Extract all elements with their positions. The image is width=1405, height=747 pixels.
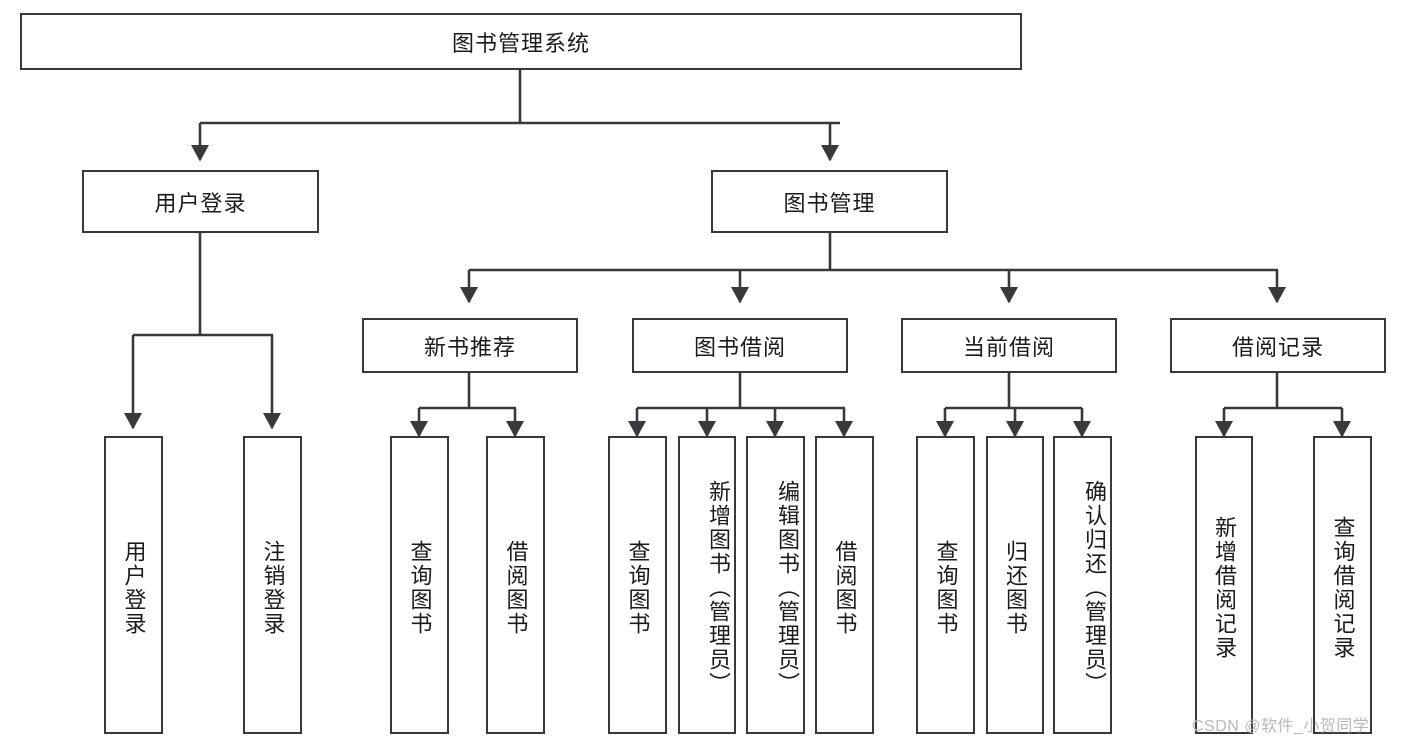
node-user-login[interactable]: 用户登录 (82, 170, 319, 233)
node-root-system[interactable]: 图书管理系统 (20, 13, 1022, 70)
node-borrow-record[interactable]: 借阅记录 (1170, 318, 1386, 373)
leaf-new-book-query[interactable]: 查询图书 (390, 436, 449, 734)
node-book-management[interactable]: 图书管理 (711, 170, 948, 233)
leaf-user-login-signin[interactable]: 用户登录 (104, 436, 163, 734)
leaf-borrow-query-book[interactable]: 查询图书 (608, 436, 667, 734)
leaf-borrow-add-book-admin[interactable]: 新增图书（管理员） (678, 436, 736, 734)
leaf-new-book-borrow[interactable]: 借阅图书 (486, 436, 545, 734)
leaf-current-return-book[interactable]: 归还图书 (986, 436, 1044, 734)
node-current-borrow[interactable]: 当前借阅 (901, 318, 1117, 373)
leaf-current-confirm-return-admin[interactable]: 确认归还（管理员） (1053, 436, 1112, 734)
leaf-borrow-edit-book-admin[interactable]: 编辑图书（管理员） (746, 436, 805, 734)
leaf-record-add-record[interactable]: 新增借阅记录 (1195, 436, 1253, 734)
leaf-borrow-borrow-book[interactable]: 借阅图书 (815, 436, 874, 734)
leaf-user-login-signout[interactable]: 注销登录 (243, 436, 302, 734)
csdn-watermark: CSDN @软件_小贺同学 (1192, 718, 1370, 735)
leaf-current-query-book[interactable]: 查询图书 (916, 436, 975, 734)
leaf-record-query-record[interactable]: 查询借阅记录 (1313, 436, 1372, 734)
node-new-book-recommend[interactable]: 新书推荐 (362, 318, 578, 373)
node-book-borrow[interactable]: 图书借阅 (632, 318, 848, 373)
